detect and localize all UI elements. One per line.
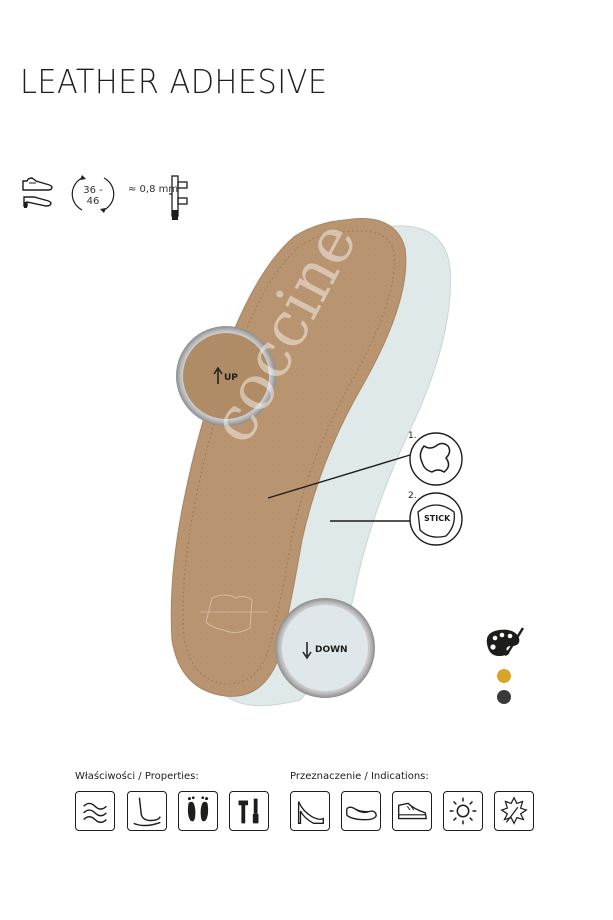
thickness-value: ≈ 0,8 mm <box>128 184 179 195</box>
palette-brush-icon <box>486 627 525 656</box>
insole-illustration <box>170 218 463 707</box>
up-label: UP <box>224 373 238 383</box>
leather-hide-icon <box>419 442 451 473</box>
autumn-leaf-icon <box>494 791 534 831</box>
size-range-icon <box>71 175 115 213</box>
sneaker-icon <box>392 791 432 831</box>
properties-label: Właściwości / Properties: <box>75 771 199 782</box>
air-flow-icon <box>75 791 115 831</box>
page-title: LEATHER ADHESIVE <box>20 62 328 101</box>
ballerina-flat-icon <box>341 791 381 831</box>
callout-number-1: 1. <box>408 431 417 441</box>
caliper-icon <box>169 175 188 220</box>
stick-label: STICK <box>424 514 451 523</box>
high-heel-icon <box>290 791 330 831</box>
footprints-icon <box>178 791 218 831</box>
callout-number-2: 2. <box>408 491 417 501</box>
shoe-icon <box>22 177 53 208</box>
indications-label: Przeznaczenie / Indications: <box>290 771 429 782</box>
sun-summer-icon <box>443 791 483 831</box>
color-option-gold[interactable] <box>497 669 511 683</box>
leather-callout-circle <box>409 432 463 486</box>
color-option-dark[interactable] <box>497 690 511 704</box>
size-range: 36 - 46 <box>83 185 103 207</box>
leather-emboss-logo <box>200 594 268 634</box>
down-label: DOWN <box>315 645 348 655</box>
tools-icon <box>229 791 269 831</box>
foot-arch-icon <box>127 791 167 831</box>
